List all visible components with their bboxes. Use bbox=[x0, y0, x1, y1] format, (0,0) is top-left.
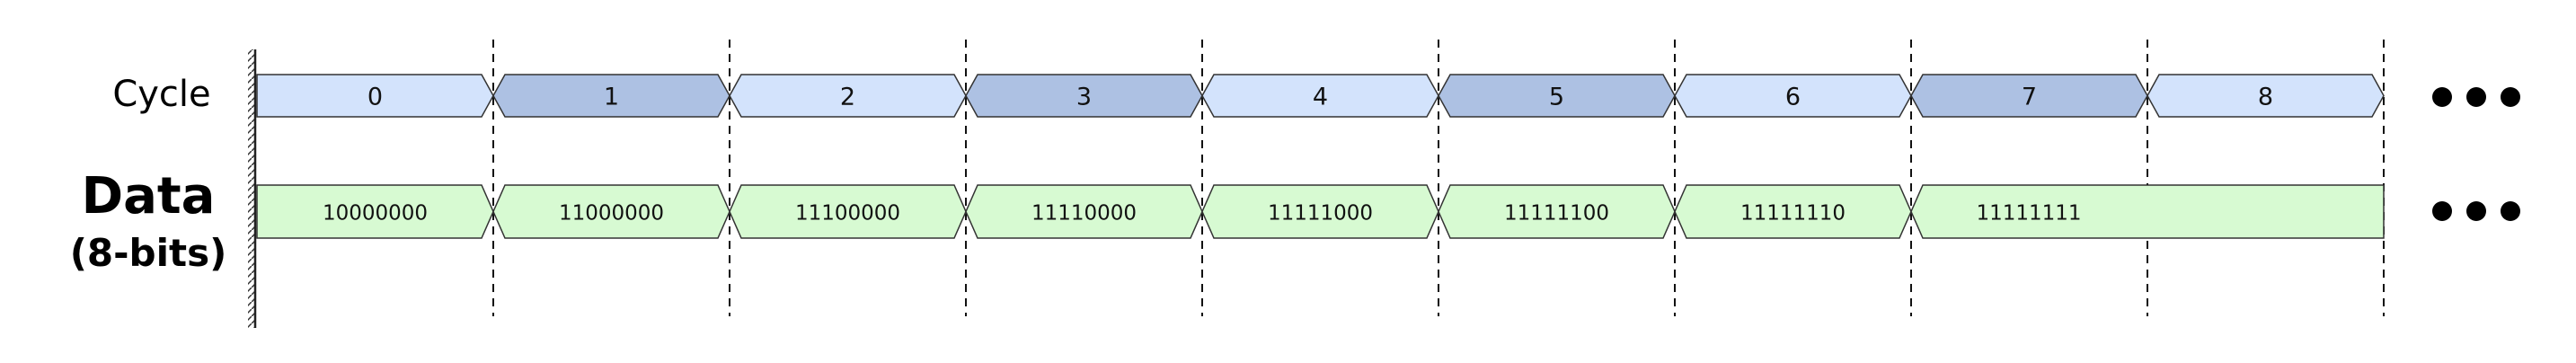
cycle-segment-shape bbox=[1438, 74, 1676, 118]
data-segment-shape bbox=[1438, 184, 1676, 239]
cycle-segment-shape bbox=[729, 74, 967, 118]
cycle-value: 3 bbox=[1076, 84, 1092, 111]
cycle-value: 2 bbox=[840, 84, 855, 111]
cycle-segment: 8 bbox=[2147, 74, 2385, 118]
cycle-segment: 6 bbox=[1674, 74, 1912, 118]
cycle-segment-shape bbox=[2147, 74, 2385, 118]
data-segment: 11111100 bbox=[1438, 184, 1676, 239]
cycle-value: 7 bbox=[2022, 84, 2037, 111]
data-width-label: (8-bits) bbox=[69, 231, 227, 275]
cycle-value: 4 bbox=[1313, 84, 1328, 111]
data-segment-shape bbox=[729, 184, 967, 239]
data-segment: 11000000 bbox=[492, 184, 730, 239]
axis-hatch bbox=[248, 49, 255, 328]
data-segment: 11111111 bbox=[1910, 184, 2385, 239]
data-value: 11111111 bbox=[1976, 202, 2081, 226]
cycle-segment: 2 bbox=[729, 74, 967, 118]
cycle-value: 1 bbox=[604, 84, 619, 111]
data-segment-shape bbox=[492, 184, 730, 239]
data-value: 11000000 bbox=[559, 202, 664, 226]
cycle-value: 0 bbox=[367, 84, 383, 111]
cycle-value: 5 bbox=[1549, 84, 1564, 111]
ellipsis-dot bbox=[2466, 87, 2486, 107]
ellipsis-dot bbox=[2501, 201, 2520, 221]
data-segment-shape bbox=[1910, 184, 2385, 239]
cycle-segment: 5 bbox=[1438, 74, 1676, 118]
data-segment: 11100000 bbox=[729, 184, 967, 239]
cycle-row-label: Cycle bbox=[112, 74, 211, 115]
data-value: 11111000 bbox=[1268, 202, 1373, 226]
data-value: 11100000 bbox=[795, 202, 900, 226]
ellipsis-dot bbox=[2466, 201, 2486, 221]
data-segment: 10000000 bbox=[256, 184, 494, 239]
data-segment: 11111110 bbox=[1674, 184, 1912, 239]
cycle-segment-shape bbox=[1674, 74, 1912, 118]
continuation-ellipsis-icon bbox=[2432, 201, 2520, 221]
data-segment-shape bbox=[1201, 184, 1439, 239]
data-value: 11111110 bbox=[1740, 202, 1846, 226]
cycle-segment-shape bbox=[1910, 74, 2148, 118]
data-segment-shape bbox=[965, 184, 1203, 239]
data-segment-shape bbox=[256, 184, 494, 239]
data-segment-shape bbox=[1674, 184, 1912, 239]
cycle-segment: 4 bbox=[1201, 74, 1439, 118]
data-value: 11111100 bbox=[1504, 202, 1609, 226]
data-value: 11110000 bbox=[1031, 202, 1137, 226]
cycle-segment: 1 bbox=[492, 74, 730, 118]
ellipsis-dot bbox=[2432, 87, 2452, 107]
data-segment: 11111000 bbox=[1201, 184, 1439, 239]
cycle-value: 8 bbox=[2258, 84, 2273, 111]
cycle-segment: 0 bbox=[256, 74, 494, 118]
ellipsis-dot bbox=[2432, 201, 2452, 221]
cycle-segment-shape bbox=[256, 74, 494, 118]
cycle-segment-shape bbox=[965, 74, 1203, 118]
ellipsis-dot bbox=[2501, 87, 2520, 107]
data-value: 10000000 bbox=[323, 202, 428, 226]
cycle-segment-shape bbox=[1201, 74, 1439, 118]
cycle-segment: 3 bbox=[965, 74, 1203, 118]
cycle-segment: 7 bbox=[1910, 74, 2148, 118]
data-segment: 11110000 bbox=[965, 184, 1203, 239]
cycle-value: 6 bbox=[1785, 84, 1801, 111]
cycle-segment-shape bbox=[492, 74, 730, 118]
data-row-label: Data bbox=[81, 167, 216, 226]
continuation-ellipsis-icon bbox=[2432, 87, 2520, 107]
